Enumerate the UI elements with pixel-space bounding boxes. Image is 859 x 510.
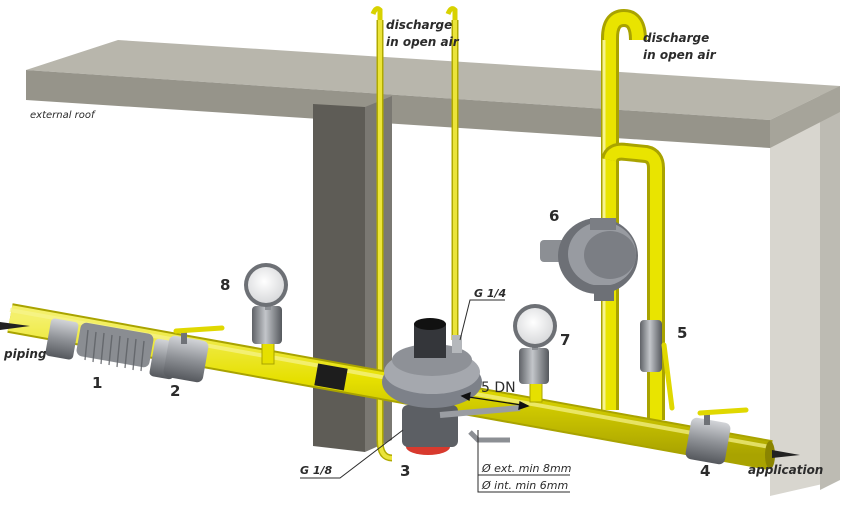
ball-valve-outlet (685, 407, 749, 465)
piping-arrow (0, 322, 30, 330)
number-2: 2 (170, 382, 180, 400)
discharge-label-left-1: discharge (386, 18, 452, 32)
piping-label: piping (3, 347, 47, 361)
discharge-label-right-2: in open air (643, 48, 717, 62)
number-7: 7 (560, 331, 570, 349)
int-min-label: Ø int. min 6mm (481, 479, 568, 492)
number-8: 8 (220, 276, 230, 294)
ext-min-label: Ø ext. min 8mm (481, 462, 571, 475)
external-roof-label: external roof (30, 110, 96, 121)
application-arrow (772, 450, 800, 458)
number-3: 3 (400, 462, 410, 480)
pipe-clamp (314, 363, 348, 391)
number-1: 1 (92, 374, 102, 392)
number-5: 5 (677, 324, 687, 342)
ball-valve-inlet (163, 325, 225, 383)
application-label: application (748, 463, 823, 477)
ball-valve-vent (640, 320, 675, 411)
discharge-label-right-1: discharge (643, 31, 709, 45)
discharge-pipe-left (370, 6, 459, 462)
pressure-gauge-outlet (513, 304, 557, 403)
dn-dimension (460, 392, 530, 410)
external-roof (26, 40, 840, 148)
wall (770, 86, 840, 496)
g14-label: G 1/4 (474, 287, 506, 300)
gas-regulator (382, 318, 521, 455)
pipe-outlet (765, 441, 775, 469)
leader-lines (300, 299, 570, 493)
dn-label: 5 DN (481, 380, 516, 396)
discharge-label-left-2: in open air (386, 35, 460, 49)
slam-shut-valve (540, 218, 638, 301)
g18-label: G 1/8 (300, 464, 333, 477)
number-4: 4 (700, 462, 710, 480)
number-6: 6 (549, 207, 559, 225)
pressure-gauge-inlet (244, 263, 288, 365)
